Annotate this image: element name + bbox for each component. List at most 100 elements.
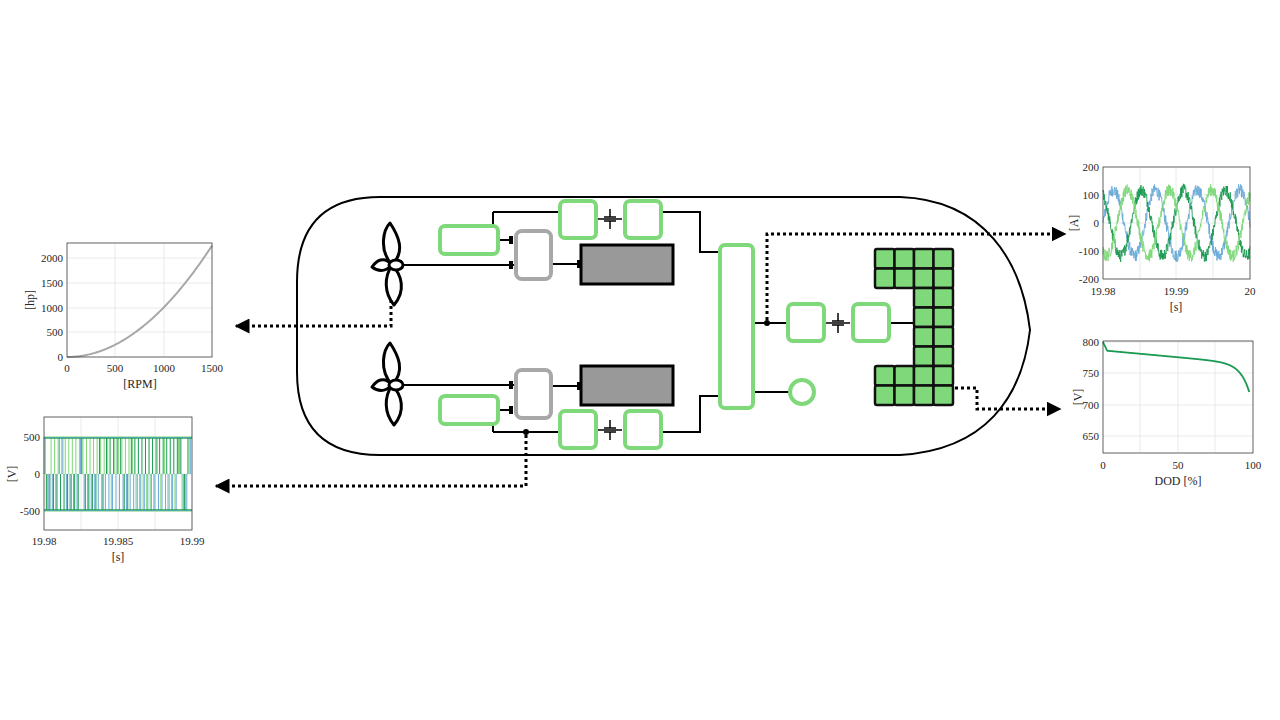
propeller — [372, 223, 403, 305]
battery-cell — [934, 327, 954, 347]
phase-current — [1103, 184, 1250, 261]
tick-label: 2000 — [41, 253, 63, 264]
axis-label: [A] — [1068, 215, 1080, 232]
tick-label: -100 — [1079, 246, 1099, 257]
gearbox — [516, 370, 551, 418]
tick-label: 500 — [107, 363, 124, 374]
tick-label: 19.985 — [103, 536, 133, 547]
battery-cell — [934, 269, 954, 289]
converter-box — [625, 201, 661, 238]
wires — [400, 212, 913, 432]
ship-hull — [297, 197, 1030, 455]
shaft-tab — [509, 261, 513, 269]
battery-cell — [934, 386, 954, 406]
tick-label: 19.99 — [1164, 286, 1189, 297]
wire — [493, 211, 560, 213]
battery-cell — [875, 366, 895, 386]
tick-label: 19.98 — [32, 536, 57, 547]
battery-pack — [875, 249, 953, 405]
shaft — [551, 385, 581, 387]
battery-cell — [895, 269, 915, 289]
capacitor-symbol — [598, 209, 622, 229]
capacitor-symbol — [598, 420, 622, 440]
tick-label: 1000 — [153, 363, 175, 374]
leader-arrow — [955, 388, 1060, 409]
chart-axes — [67, 243, 212, 357]
shaft-tab — [509, 381, 513, 389]
battery-cell — [914, 249, 934, 269]
shaft — [498, 239, 513, 241]
wire — [400, 384, 514, 386]
phase-current — [1103, 184, 1250, 262]
load-circle — [790, 380, 814, 404]
converter-box — [560, 411, 596, 448]
tick-label: 100 — [1083, 190, 1100, 201]
tick-label: -200 — [1079, 274, 1099, 285]
axis-label: [V] — [6, 466, 18, 483]
battery-cell — [875, 249, 895, 269]
chart-axes — [1103, 341, 1253, 453]
motor-box — [440, 396, 498, 424]
chart-axes — [1103, 167, 1250, 279]
battery-cell — [875, 269, 895, 289]
phase-current — [1103, 184, 1250, 262]
tick-label: 750 — [1083, 368, 1100, 379]
chart-axes — [44, 417, 192, 530]
tick-label: -500 — [20, 506, 40, 517]
tick-label: 650 — [1083, 431, 1100, 442]
battery-cell — [895, 249, 915, 269]
tick-label: 500 — [24, 432, 41, 443]
dc-bus — [720, 245, 753, 408]
tick-label: 0 — [1094, 218, 1100, 229]
tick-label: 500 — [47, 327, 64, 338]
chart-frame — [1103, 167, 1250, 279]
capacitor-symbol — [826, 313, 850, 333]
battery-cell — [895, 386, 915, 406]
propeller — [372, 343, 403, 425]
axis-label: [V] — [1072, 389, 1084, 406]
junction-dot — [523, 429, 529, 435]
battery-cell — [914, 386, 934, 406]
tick-label: 50 — [1173, 460, 1184, 471]
tick-label: 19.98 — [1091, 286, 1116, 297]
shaft — [498, 409, 513, 411]
chart-frame — [44, 417, 192, 530]
leader-arrow — [767, 234, 1065, 320]
axis-label: [hp] — [24, 290, 36, 310]
battery-cell — [875, 386, 895, 406]
tick-label: 1500 — [201, 363, 223, 374]
motor-box — [440, 226, 498, 254]
tick-label: 20 — [1245, 286, 1256, 297]
engine-block — [581, 245, 673, 284]
converter-box — [560, 201, 596, 238]
battery-cell — [934, 347, 954, 367]
converter-box — [853, 304, 889, 341]
pwm-voltage — [44, 437, 192, 511]
axis-label: [s] — [112, 551, 125, 563]
junction-dot — [764, 320, 770, 326]
converter-box — [625, 411, 661, 448]
axis-label: [RPM] — [123, 378, 156, 390]
axis-label: DOD [%] — [1155, 475, 1202, 487]
tick-label: 0 — [58, 352, 64, 363]
leader-arrow — [236, 300, 391, 326]
leader-arrow — [216, 435, 526, 486]
tick-label: 800 — [1083, 337, 1100, 348]
battery-cell — [934, 249, 954, 269]
tick-label: 0 — [35, 469, 41, 480]
chart-frame — [1103, 341, 1253, 453]
gearbox — [516, 231, 551, 279]
battery-cell — [934, 308, 954, 328]
converter-box — [788, 304, 824, 341]
wire — [753, 322, 788, 324]
chart-frame — [67, 243, 212, 357]
tick-label: 0 — [1100, 460, 1106, 471]
battery-cell — [914, 347, 934, 367]
tick-label: 700 — [1083, 400, 1100, 411]
battery-cell — [914, 366, 934, 386]
shaft — [551, 263, 581, 265]
battery-cell — [895, 366, 915, 386]
